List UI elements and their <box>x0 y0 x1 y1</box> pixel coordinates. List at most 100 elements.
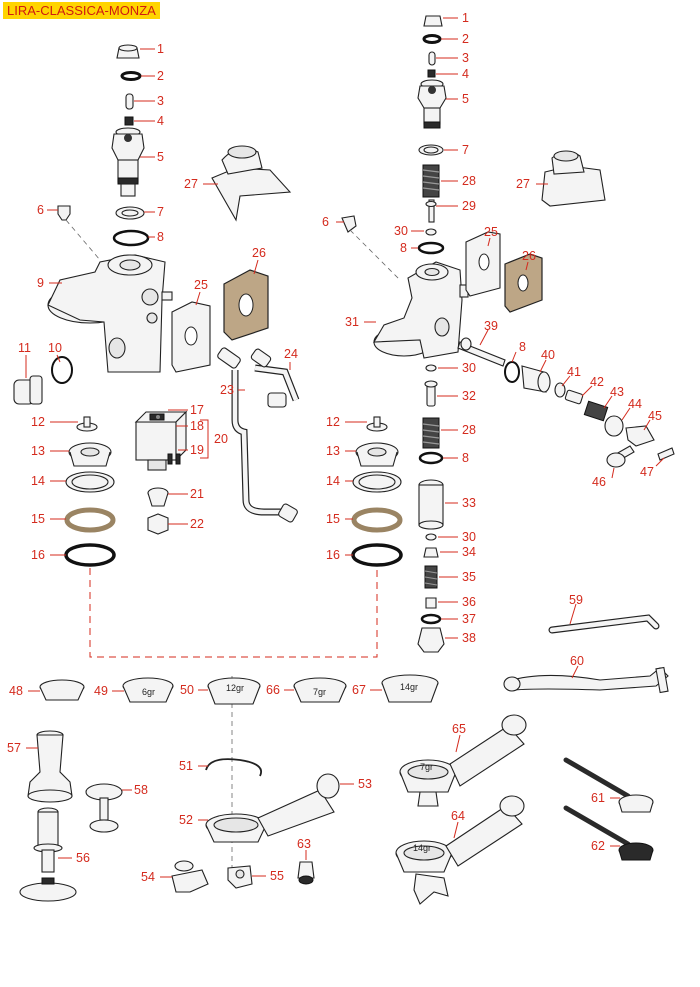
label-r1: 1 <box>462 11 469 25</box>
label-b55: 55 <box>270 869 284 883</box>
basket-49: 6gr <box>122 677 174 703</box>
portafilter-52-53 <box>205 773 340 843</box>
gauge-tube-59 <box>548 614 660 634</box>
valve-body-right <box>417 79 447 129</box>
label-l27: 27 <box>184 177 198 191</box>
label-l6: 6 <box>37 203 44 217</box>
label-l2: 2 <box>157 69 164 83</box>
label-b64: 64 <box>451 809 465 823</box>
label-l1: 1 <box>157 42 164 56</box>
part-cap-left <box>116 44 140 59</box>
label-b63: 63 <box>297 837 311 851</box>
gasket-15-left <box>64 507 116 533</box>
label-r7: 7 <box>462 143 469 157</box>
label-r5: 5 <box>462 92 469 106</box>
label-r38: 38 <box>462 631 476 645</box>
label-l19: 19 <box>190 443 204 457</box>
label-l3: 3 <box>157 94 164 108</box>
label-r46: 46 <box>592 475 606 489</box>
callout-labels: 1 2 3 4 5 6 7 8 9 10 11 12 13 14 15 16 1… <box>7 11 665 884</box>
small-nut-left <box>124 116 134 126</box>
label-b57: 57 <box>7 741 21 755</box>
label-b65: 65 <box>452 722 466 736</box>
label-r14: 14 <box>326 474 340 488</box>
label-l16: 16 <box>31 548 45 562</box>
valve-body-left <box>111 127 145 197</box>
label-r30a: 30 <box>394 224 408 238</box>
pipe-23-24 <box>217 347 300 523</box>
label-r28a: 28 <box>462 174 476 188</box>
label-b54: 54 <box>141 870 155 884</box>
label-r44: 44 <box>628 397 642 411</box>
spring-clip-51 <box>205 758 262 777</box>
fitting-21 <box>147 487 169 507</box>
label-l11: 11 <box>18 341 31 355</box>
label-r4: 4 <box>462 67 469 81</box>
label-r6: 6 <box>322 215 329 229</box>
label-r8b: 8 <box>519 340 526 354</box>
basket-67-mark: 14gr <box>400 682 418 692</box>
label-r16: 16 <box>326 548 340 562</box>
label-l8: 8 <box>157 230 164 244</box>
label-r40: 40 <box>541 348 555 362</box>
label-l4: 4 <box>157 114 164 128</box>
label-r30b: 30 <box>462 361 476 375</box>
label-b60: 60 <box>570 654 584 668</box>
label-r26: 26 <box>522 249 536 263</box>
label-l12: 12 <box>31 415 45 429</box>
label-b66: 66 <box>266 683 280 697</box>
label-r30c: 30 <box>462 530 476 544</box>
label-l15: 15 <box>31 512 45 526</box>
valve-38 <box>417 627 445 653</box>
label-r45: 45 <box>648 409 662 423</box>
label-l14: 14 <box>31 474 45 488</box>
label-b67: 67 <box>352 683 366 697</box>
cover-27-right <box>541 150 606 207</box>
screw-left <box>57 205 71 221</box>
label-r13: 13 <box>326 444 340 458</box>
portafilter-64: 14gr <box>395 795 525 905</box>
label-r28b: 28 <box>462 423 476 437</box>
solenoid-valve <box>134 410 188 471</box>
label-l18: 18 <box>190 419 204 433</box>
label-l13: 13 <box>31 444 45 458</box>
spout-54 <box>171 860 209 893</box>
tamper-58 <box>85 783 123 833</box>
nozzle-63 <box>297 861 315 885</box>
right-group-parts <box>341 15 675 653</box>
pin-32 <box>424 380 438 407</box>
label-r33: 33 <box>462 496 476 510</box>
label-r25: 25 <box>484 225 498 239</box>
label-r47: 47 <box>640 465 654 479</box>
label-r31: 31 <box>345 315 359 329</box>
basket-50: 12gr <box>207 677 261 705</box>
label-l21: 21 <box>190 487 204 501</box>
label-r8a: 8 <box>400 241 407 255</box>
label-r35: 35 <box>462 570 476 584</box>
label-b58: 58 <box>134 783 148 797</box>
pin-left <box>125 93 134 110</box>
tamper-57 <box>27 730 73 803</box>
portafilter-65: 7gr <box>399 714 527 807</box>
basket-50-mark: 12gr <box>226 683 244 693</box>
label-b56: 56 <box>76 851 90 865</box>
basket-66: 7gr <box>293 677 347 703</box>
label-b49: 49 <box>94 684 108 698</box>
label-r29: 29 <box>462 199 476 213</box>
group-body-left <box>47 254 173 373</box>
basket-65-mark: 7gr <box>420 762 433 772</box>
label-r2: 2 <box>462 32 469 46</box>
label-r12: 12 <box>326 415 340 429</box>
label-l22: 22 <box>190 517 204 531</box>
label-r42: 42 <box>590 375 604 389</box>
label-b61: 61 <box>591 791 605 805</box>
label-b62: 62 <box>591 839 605 853</box>
spring-28-upper <box>422 164 440 198</box>
diagram-title-text: LIRA-CLASSICA-MONZA <box>7 3 156 18</box>
oring-8-left <box>112 229 150 247</box>
label-b51: 51 <box>179 759 193 773</box>
basket-48 <box>39 679 85 701</box>
label-r37: 37 <box>462 612 476 626</box>
spoon-62 <box>563 805 654 861</box>
